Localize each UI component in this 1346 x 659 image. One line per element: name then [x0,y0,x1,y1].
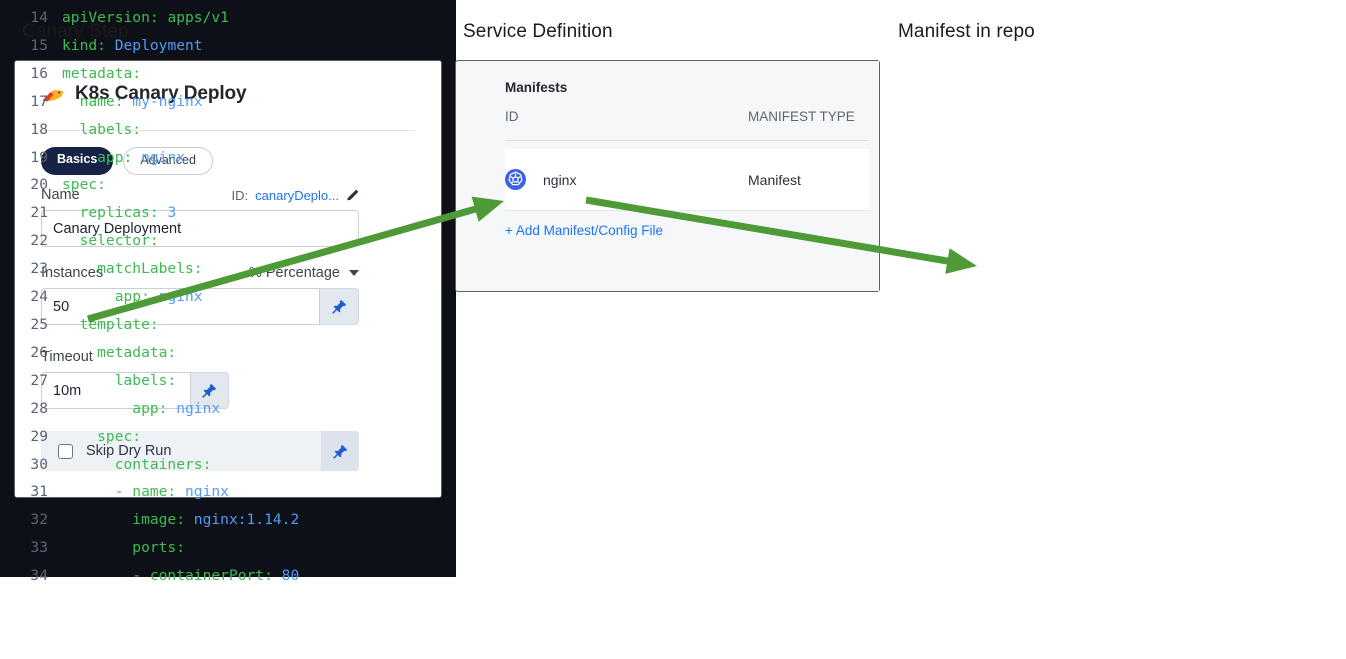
manifests-table-header: ID MANIFEST TYPE [505,109,869,124]
line-text: spec: [62,427,142,445]
line-text: labels: [62,120,142,138]
timeout-input-wrap: 10m [41,372,229,409]
line-text: metadata: [62,64,142,82]
line-number: 28 [30,399,48,417]
line-number: 25 [30,315,48,333]
line-text: app: nginx [62,399,221,417]
line-text: matchLabels: [62,260,203,278]
column-header-type: MANIFEST TYPE [748,109,855,124]
code-line: 34 - containerPort: 80 [0,562,1346,590]
id-value: canaryDeplo... [255,187,339,203]
line-number: 32 [30,511,48,529]
table-header-divider [505,140,869,141]
manifest-id: nginx [543,171,577,188]
identifier-display[interactable]: ID: canaryDeplo... [232,188,359,203]
code-line: 31 - name: nginx [0,478,1346,506]
timeout-input[interactable]: 10m [41,372,191,409]
code-line: 16 metadata: [0,60,1346,88]
code-line: 27 labels: [0,367,1346,395]
header-divider [41,130,415,131]
skip-dry-run-pin-button[interactable] [321,431,359,471]
timeout-field-group: Timeout 10m [41,349,359,409]
name-label: Name [41,187,80,203]
line-number: 17 [30,92,48,110]
line-number: 23 [30,260,48,278]
code-line: 20 spec: [0,171,1346,199]
code-line: 33 ports: [0,534,1346,562]
skip-dry-run-label: Skip Dry Run [86,443,172,459]
timeout-label: Timeout [41,349,93,365]
code-line: 24 app: nginx [0,283,1346,311]
line-number: 33 [30,539,48,557]
line-number: 29 [30,427,48,445]
line-text: - name: nginx [62,483,229,501]
line-text: template: [62,315,159,333]
caption-manifest-in-repo: Manifest in repo [898,21,1035,42]
line-number: 21 [30,204,48,222]
tab-advanced[interactable]: Advanced [123,147,213,175]
code-line: 25 template: [0,311,1346,339]
line-text: spec: [62,176,106,194]
code-line: 32 image: nginx:1.14.2 [0,506,1346,534]
line-number: 26 [30,343,48,361]
line-number: 19 [30,148,48,166]
timeout-pin-button[interactable] [191,372,229,409]
line-text: labels: [62,371,177,389]
code-line: 21 replicas: 3 [0,199,1346,227]
canary-bird-icon [41,86,64,103]
caption-service-definition: Service Definition [463,21,613,42]
line-number: 31 [30,483,48,501]
line-number: 14 [30,9,48,26]
skip-dry-run-row[interactable]: Skip Dry Run [41,431,359,471]
line-text: metadata: [62,343,177,361]
code-line: 14 apiVersion: apps/v1 [0,4,1346,32]
line-number: 34 [30,567,48,585]
line-text: image: nginx:1.14.2 [62,511,300,529]
code-line: 30 containers: [0,451,1346,479]
line-text: app: nginx [62,148,186,166]
line-number: 15 [30,36,48,54]
caption-canary-step: Canary Step [22,21,129,42]
line-text: selector: [62,232,159,250]
line-number: 22 [30,232,48,250]
code-line: 28 app: nginx [0,395,1346,423]
kubernetes-icon [505,169,526,190]
line-text: apiVersion: apps/v1 [62,9,229,26]
line-number: 16 [30,64,48,82]
code-line: 19 app: nginx [0,144,1346,172]
pencil-icon[interactable] [346,189,359,202]
skip-dry-run-checkbox[interactable] [58,443,73,459]
pin-icon [202,383,217,398]
column-header-id: ID [505,109,519,124]
code-line: 18 labels: [0,116,1346,144]
code-line: 29 spec: [0,423,1346,451]
code-line: 26 metadata: [0,339,1346,367]
tab-group: Basics Advanced [41,147,213,175]
line-number: 20 [30,176,48,194]
line-number: 30 [30,455,48,473]
line-text: containers: [62,455,212,473]
code-line: 15 kind: Deployment [0,32,1346,60]
code-line: 17 name: my-nginx [0,88,1346,116]
line-text: kind: Deployment [62,36,203,54]
code-line: 22 selector: [0,227,1346,255]
manifests-title: Manifests [505,80,568,95]
line-text: name: my-nginx [62,92,203,110]
line-text: replicas: 3 [62,204,177,222]
step-title: K8s Canary Deploy [75,83,247,104]
line-text: app: nginx [62,288,203,306]
line-number: 27 [30,371,48,389]
line-text: - containerPort: 80 [62,567,300,585]
line-text: ports: [62,539,186,557]
line-number: 24 [30,288,48,306]
code-line: 23 matchLabels: [0,255,1346,283]
step-header: K8s Canary Deploy [41,83,247,105]
tab-basics[interactable]: Basics [41,147,114,175]
id-prefix: ID: [231,187,249,203]
pin-icon [332,444,348,459]
manifest-type: Manifest [748,171,801,188]
line-number: 18 [30,120,48,138]
